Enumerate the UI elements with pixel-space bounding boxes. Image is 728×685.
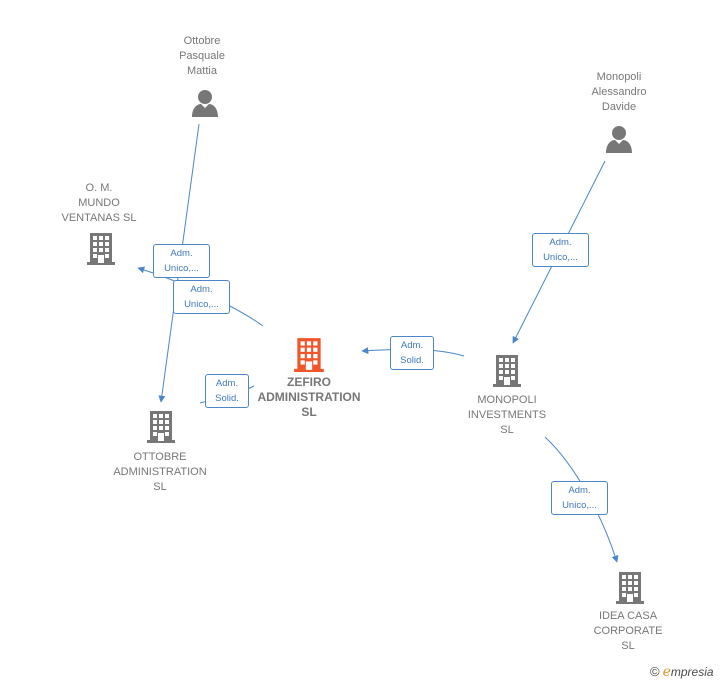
edge-label-line1: Adm.	[190, 284, 213, 295]
edge-label-e3[interactable]: Adm. Solid.	[205, 374, 249, 408]
building-icon	[616, 572, 644, 604]
edge-label-e5[interactable]: Adm. Unico,...	[532, 233, 589, 267]
edge-label-line1: Adm.	[400, 340, 424, 351]
edge-label-line2: Unico,...	[184, 299, 219, 310]
person-icon	[606, 126, 632, 153]
building-icon	[294, 338, 324, 372]
logo-text: mpresia	[670, 665, 714, 679]
empresia-logo: ©empresia	[650, 664, 714, 680]
node-label-idea-casa: IDEA CASA CORPORATE SL	[593, 610, 663, 652]
edge-label-line1: Adm.	[568, 485, 591, 496]
edge-label-e6[interactable]: Adm. Unico,...	[551, 481, 608, 515]
edge-label-line1: Adm.	[215, 378, 239, 389]
node-label-monopoli-inv: MONOPOLI INVESTMENTS SL	[467, 394, 547, 436]
node-label-zefiro: ZEFIRO ADMINISTRATION SL	[257, 375, 361, 419]
edge-label-e4[interactable]: Adm. Solid.	[390, 336, 434, 370]
node-label-monopoli-alessandro: Monopoli Alessandro Davide	[591, 71, 647, 113]
building-icon	[147, 411, 175, 443]
copyright-symbol: ©	[650, 664, 660, 679]
edge-label-line2: Unico,...	[543, 252, 578, 263]
node-label-ottobre-admin: OTTOBRE ADMINISTRATION SL	[113, 451, 207, 493]
edge-label-e1[interactable]: Adm. Unico,...	[153, 244, 210, 278]
building-icon	[493, 355, 521, 387]
edge-label-line1: Adm.	[549, 237, 572, 248]
edge-label-line2: Unico,...	[164, 263, 199, 274]
node-label-ottobre-pasquale: Ottobre Pasquale Mattia	[179, 35, 225, 77]
building-icon	[87, 233, 115, 265]
edge-label-line1: Adm.	[170, 248, 193, 259]
logo-e-letter: e	[662, 664, 671, 680]
edge-label-line2: Solid.	[215, 393, 239, 404]
node-label-om-mundo: O. M. MUNDO VENTANAS SL	[61, 182, 137, 224]
edge-label-line2: Solid.	[400, 355, 424, 366]
edge-label-e2[interactable]: Adm. Unico,...	[173, 280, 230, 314]
person-icon	[192, 90, 218, 117]
edge-label-line2: Unico,...	[562, 500, 597, 511]
